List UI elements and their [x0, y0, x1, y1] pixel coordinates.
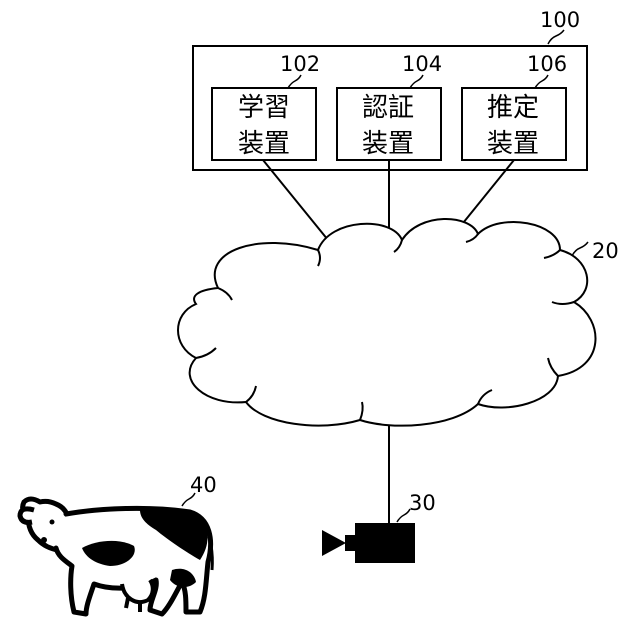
system-ref-label: 100 — [540, 8, 580, 32]
camera — [322, 523, 415, 563]
estimation-device-label-line2: 装置 — [487, 129, 539, 159]
camera-ref-label: 30 — [409, 491, 436, 515]
cow-ear — [20, 509, 34, 523]
learning-device-ref-label: 102 — [280, 52, 320, 76]
auth-device-label-line2: 装置 — [362, 129, 414, 159]
auth-device-ref-label: 104 — [402, 52, 442, 76]
network-cloud-outline — [178, 219, 595, 426]
network-cloud — [178, 219, 595, 426]
learning-device-connection — [263, 160, 328, 240]
auth-device: 認証 装置 104 — [337, 52, 442, 160]
system-ref-leader — [548, 30, 564, 44]
learning-device: 学習 装置 102 — [212, 52, 320, 160]
estimation-device: 推定 装置 106 — [462, 52, 567, 160]
auth-device-label-line1: 認証 — [362, 93, 414, 123]
learning-device-label-line2: 装置 — [238, 129, 290, 159]
network-ref-label: 20 — [592, 239, 619, 263]
camera-lens-mount — [345, 535, 355, 551]
estimation-device-ref-leader — [535, 75, 548, 88]
auth-device-ref-leader — [410, 75, 423, 88]
estimation-device-ref-label: 106 — [527, 52, 567, 76]
cow-icon — [20, 499, 212, 614]
camera-body — [355, 523, 415, 563]
estimation-device-label-line1: 推定 — [487, 93, 539, 123]
learning-device-ref-leader — [288, 75, 301, 88]
cow-teat-1 — [126, 598, 128, 608]
learning-device-label-line1: 学習 — [238, 93, 290, 123]
cow-nostril — [41, 537, 47, 543]
cow-ref-leader — [182, 493, 195, 506]
camera-ref-leader — [397, 509, 410, 522]
cow-eye — [50, 520, 55, 525]
network-ref-leader — [572, 242, 588, 256]
camera-lens — [322, 530, 346, 556]
